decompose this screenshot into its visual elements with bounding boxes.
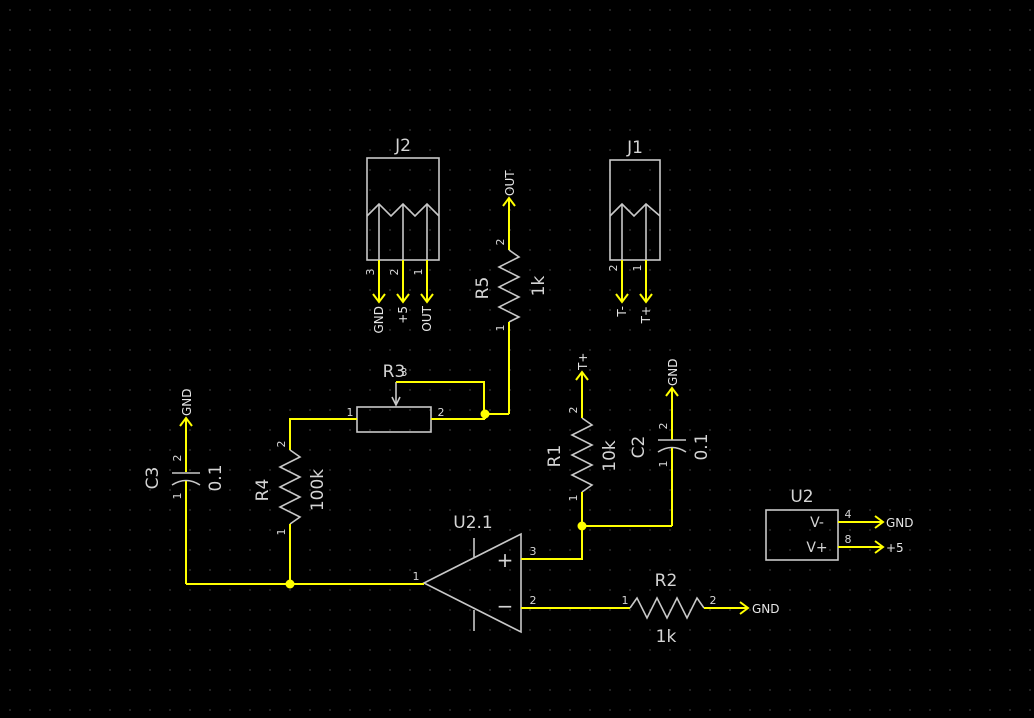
r1-zigzag bbox=[570, 417, 594, 493]
capacitor-c2[interactable]: GND 2 1 C2 0.1 bbox=[582, 358, 712, 527]
r5-pin-2: 2 bbox=[494, 239, 507, 246]
j2-pin-3: 3 bbox=[364, 269, 377, 276]
r4-pin-2: 2 bbox=[275, 441, 288, 448]
r1-pin-1: 1 bbox=[567, 495, 580, 502]
u2-1-body bbox=[422, 532, 522, 634]
r5-pin-1: 1 bbox=[494, 325, 507, 332]
u2-1-pin-3: 3 bbox=[530, 545, 537, 558]
ic-u2-power[interactable]: U2 V- V+ 4 8 GND +5 bbox=[765, 487, 914, 561]
connector-j1[interactable]: J1 2 1 T- T+ bbox=[607, 138, 661, 324]
r3-pin-2: 2 bbox=[438, 406, 445, 419]
u2-net-gnd: GND bbox=[886, 516, 914, 530]
r4-pin-1: 1 bbox=[275, 529, 288, 536]
capacitor-c3[interactable]: GND 2 1 C3 0.1 bbox=[143, 388, 226, 584]
r2-value-label: 1k bbox=[656, 627, 677, 647]
u2-1-minus-sign: − bbox=[497, 594, 514, 618]
u2-body bbox=[765, 509, 839, 561]
u2-ref-label: U2 bbox=[790, 487, 813, 507]
opamp-u2-1[interactable]: U2.1 + − 1 3 2 bbox=[186, 513, 630, 634]
connector-j2[interactable]: J2 3 2 1 GND +5 OUT bbox=[364, 136, 440, 334]
r4-ref-label: R4 bbox=[253, 479, 273, 502]
u2-pin-vminus: V- bbox=[810, 515, 824, 531]
r2-net-gnd: GND bbox=[752, 602, 780, 616]
resistor-r4[interactable]: 2 1 R4 100k bbox=[253, 441, 328, 585]
c2-value-label: 0.1 bbox=[692, 433, 712, 460]
c3-plate-bottom bbox=[171, 479, 201, 486]
r5-net-out: OUT bbox=[503, 170, 517, 196]
u2-1-plus-sign: + bbox=[497, 548, 514, 572]
resistor-r5[interactable]: OUT 2 1 R5 1k bbox=[473, 170, 549, 414]
c3-net-gnd: GND bbox=[180, 388, 194, 416]
u2-1-pin-2: 2 bbox=[530, 594, 537, 607]
resistor-r2[interactable]: R2 1 2 1k GND bbox=[622, 571, 780, 647]
r1-ref-label: R1 bbox=[545, 445, 565, 468]
u2-1-pin-1: 1 bbox=[413, 570, 420, 583]
j1-contacts bbox=[609, 202, 661, 218]
j1-net-tminus: T- bbox=[615, 306, 629, 318]
u2-pin-vplus: V+ bbox=[806, 540, 827, 556]
c3-pin-2: 2 bbox=[171, 455, 184, 462]
junction-dot bbox=[480, 409, 490, 419]
j2-net-plus5: +5 bbox=[396, 306, 410, 324]
u2-pin-num-8: 8 bbox=[845, 533, 852, 546]
junction-dot bbox=[577, 521, 587, 531]
c3-value-label: 0.1 bbox=[206, 464, 226, 491]
r3-pin-1: 1 bbox=[347, 406, 354, 419]
r4-zigzag bbox=[278, 449, 302, 525]
j1-net-tplus: T+ bbox=[639, 306, 653, 324]
r2-pin-1: 1 bbox=[622, 594, 629, 607]
j2-net-out: OUT bbox=[420, 305, 434, 331]
j2-net-gnd: GND bbox=[372, 306, 386, 334]
r5-ref-label: R5 bbox=[473, 277, 493, 300]
c2-ref-label: C2 bbox=[629, 436, 649, 459]
r2-pin-2: 2 bbox=[710, 594, 717, 607]
j1-ref-label: J1 bbox=[626, 138, 643, 158]
j2-ref-label: J2 bbox=[394, 136, 411, 156]
c2-pin-2: 2 bbox=[657, 423, 670, 430]
r1-pin-2: 2 bbox=[567, 407, 580, 414]
resistor-r1[interactable]: T+ 2 1 R1 10k bbox=[545, 353, 620, 559]
j2-pin-1: 1 bbox=[412, 269, 425, 276]
j1-pin-1: 1 bbox=[631, 265, 644, 272]
u2-1-ref-label: U2.1 bbox=[453, 513, 492, 533]
u2-pin-num-4: 4 bbox=[845, 508, 852, 521]
c3-ref-label: C3 bbox=[143, 467, 163, 490]
junction-dot bbox=[285, 579, 295, 589]
j1-pin-2: 2 bbox=[607, 265, 620, 272]
c2-net-gnd: GND bbox=[666, 358, 680, 386]
j2-pin-2: 2 bbox=[388, 269, 401, 276]
c2-plate-bottom bbox=[657, 446, 687, 453]
r3-ref-label: R3 bbox=[383, 362, 406, 382]
r3-pin-3: 3 bbox=[401, 366, 408, 379]
r2-ref-label: R2 bbox=[655, 571, 678, 591]
r5-zigzag bbox=[497, 249, 521, 323]
j1-body bbox=[609, 159, 661, 261]
r4-value-label: 100k bbox=[308, 469, 328, 511]
u2-net-plus5: +5 bbox=[886, 541, 904, 555]
r1-value-label: 10k bbox=[600, 440, 620, 472]
r1-net-tplus: T+ bbox=[576, 353, 590, 371]
c2-pin-1: 1 bbox=[657, 461, 670, 468]
c3-pin-1: 1 bbox=[171, 493, 184, 500]
r2-zigzag bbox=[629, 596, 705, 620]
r5-value-label: 1k bbox=[529, 276, 549, 297]
